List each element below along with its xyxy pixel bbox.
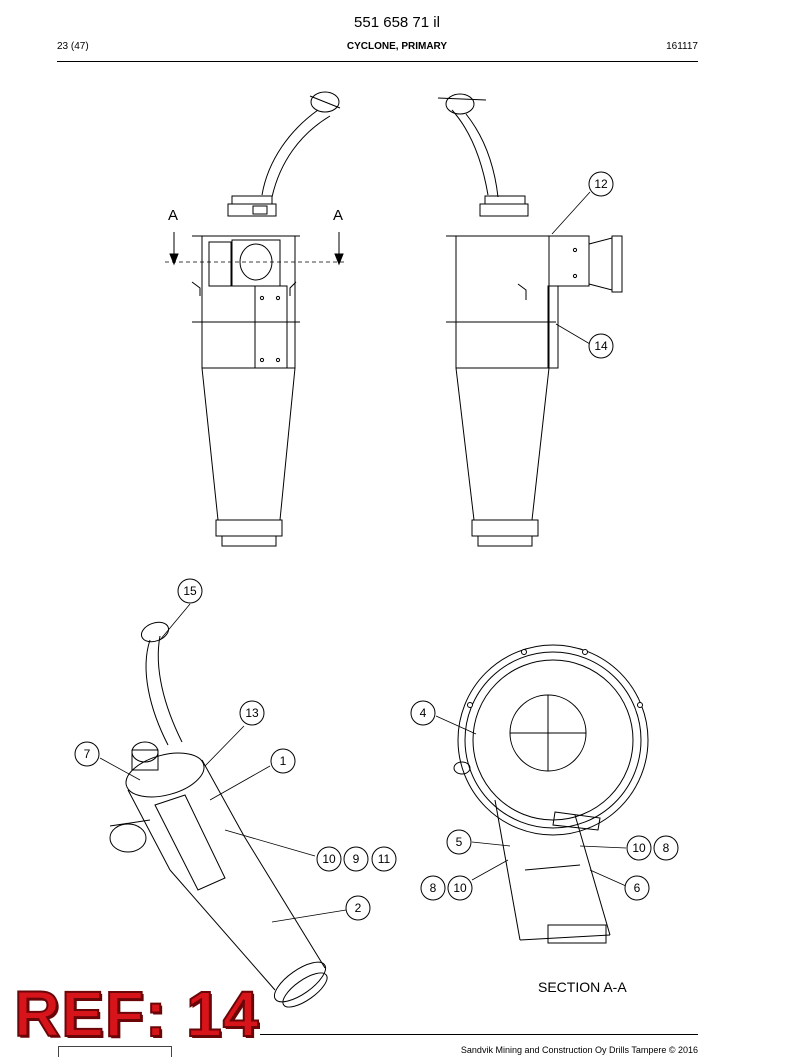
svg-text:12: 12	[594, 177, 608, 191]
page-indicator: 23 (47)	[57, 41, 89, 52]
drawing-code: 161117	[666, 41, 698, 52]
callout-10: 10	[316, 846, 342, 872]
svg-text:8: 8	[663, 841, 670, 855]
callout-4: 4	[410, 700, 436, 726]
callout-6: 6	[624, 875, 650, 901]
callout-1: 1	[270, 748, 296, 774]
callout-2: 2	[345, 895, 371, 921]
section-mark-right: A	[333, 207, 343, 224]
callout-15: 15	[177, 578, 203, 604]
svg-text:14: 14	[594, 339, 608, 353]
svg-text:10: 10	[632, 841, 646, 855]
svg-text:4: 4	[420, 706, 427, 720]
svg-text:11: 11	[378, 852, 391, 866]
callouts: 12 14 15 13 7 1 10 9 11 2 4 5 10 8 8 10 …	[74, 171, 679, 921]
header-divider	[57, 61, 698, 62]
svg-text:2: 2	[355, 901, 362, 915]
callout-9: 9	[343, 846, 369, 872]
front-view: A A	[165, 91, 345, 547]
svg-text:7: 7	[84, 747, 91, 761]
svg-text:13: 13	[245, 706, 259, 720]
section-label: SECTION A-A	[538, 979, 627, 995]
callout-5: 5	[446, 829, 472, 855]
ref-badge: REF: 14	[13, 978, 260, 1050]
svg-text:10: 10	[453, 881, 467, 895]
side-view	[437, 93, 623, 547]
svg-text:8: 8	[430, 881, 437, 895]
svg-text:1: 1	[280, 754, 287, 768]
section-mark-left: A	[168, 207, 178, 224]
footer-copyright: Sandvik Mining and Construction Oy Drill…	[460, 1045, 698, 1055]
callout-8: 8	[653, 835, 679, 861]
svg-text:6: 6	[634, 881, 641, 895]
callout-10: 10	[447, 875, 473, 901]
callout-7: 7	[74, 741, 100, 767]
svg-text:10: 10	[322, 852, 336, 866]
callout-13: 13	[239, 700, 265, 726]
callout-8: 8	[420, 875, 446, 901]
isometric-view	[99, 603, 347, 1008]
svg-text:9: 9	[353, 852, 360, 866]
section-a-a-view: SECTION A-A	[435, 644, 649, 995]
footer-divider	[260, 1034, 698, 1035]
svg-text:5: 5	[456, 835, 463, 849]
company-logo	[58, 1046, 172, 1057]
callout-10: 10	[626, 835, 652, 861]
page-title: CYCLONE, PRIMARY	[346, 41, 448, 52]
svg-text:15: 15	[183, 584, 197, 598]
callout-14: 14	[588, 333, 614, 359]
document-number: 551 658 71 il	[354, 14, 440, 31]
callout-12: 12	[588, 171, 614, 197]
callout-11: 11	[371, 846, 397, 872]
